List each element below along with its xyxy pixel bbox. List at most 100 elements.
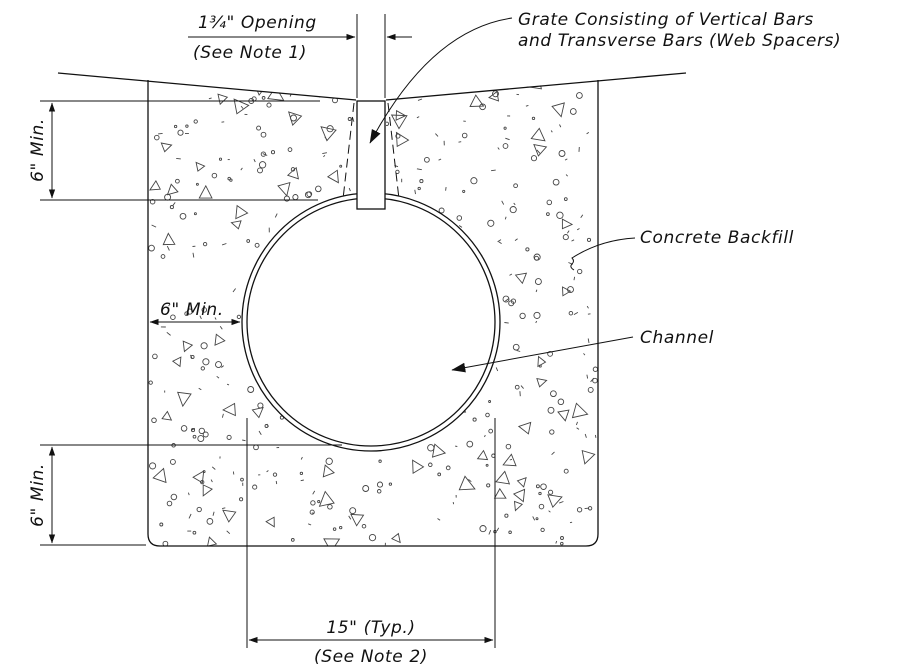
aggregate-particle [445, 187, 447, 191]
aggregate-particle [176, 157, 181, 160]
aggregate-particle [324, 136, 328, 141]
aggregate-particle [322, 152, 327, 155]
aggregate-particle [148, 244, 155, 252]
aggregate-particle [575, 421, 578, 426]
aggregate-particle [252, 484, 258, 490]
aggregate-particle [166, 331, 171, 336]
trench-outline [147, 80, 599, 547]
aggregate-particle [180, 425, 188, 432]
aggregate-particle [424, 156, 430, 163]
aggregate-particle [258, 430, 262, 435]
aggregate-particle [509, 273, 513, 276]
aggregate-particle [514, 272, 528, 285]
aggregate-particle [149, 180, 162, 191]
aggregate-particle [437, 472, 442, 477]
aggregate-particle [488, 400, 492, 403]
aggregate-particle [417, 98, 423, 101]
aggregate-particle [179, 212, 187, 220]
aggregate-particle [266, 102, 272, 108]
aggregate-particle [555, 540, 558, 544]
aggregate-particle [264, 424, 269, 428]
aggregate-particle [551, 102, 565, 118]
aggregate-particle [159, 522, 164, 527]
aggregate-particle [274, 213, 278, 218]
aggregate-particle [148, 380, 153, 385]
aggregate-particle [530, 155, 538, 162]
aggregate-particle [502, 453, 517, 467]
aggregate-particle [549, 429, 555, 435]
aggregate-particle [182, 340, 194, 353]
aggregate-particle [201, 307, 208, 313]
aggregate-particle [517, 421, 532, 435]
aggregate-particle [445, 465, 451, 471]
aggregate-particle [561, 218, 574, 230]
ground-surface-left [57, 72, 357, 101]
aggregate-particle [152, 467, 167, 484]
aggregate-particle [230, 220, 242, 230]
concrete-backfill-leader [570, 237, 636, 271]
top-min-label: 6" Min. [28, 118, 48, 182]
aggregate-particle [535, 484, 540, 489]
aggregate-particle [592, 377, 598, 384]
aggregate-particle [200, 479, 205, 485]
aggregate-particle [202, 241, 208, 247]
aggregate-particle [412, 459, 425, 474]
aggregate-particle [559, 501, 564, 504]
aggregate-particle [198, 184, 213, 199]
aggregate-particle [376, 489, 382, 494]
aggregate-particle [211, 172, 218, 179]
aggregate-particle [495, 470, 511, 485]
aggregate-particle [322, 464, 335, 478]
aggregate-particle [488, 428, 494, 434]
grate-label-line1: Grate Consisting of Vertical Bars [518, 10, 814, 30]
aggregate-particle [536, 149, 541, 154]
aggregate-particle [287, 147, 293, 152]
aggregate-particle [565, 174, 568, 177]
channel-pipe [241, 192, 501, 452]
aggregate-particle [326, 169, 339, 184]
aggregate-particle [260, 131, 267, 138]
aggregate-particle [513, 202, 516, 206]
aggregate-particle [552, 178, 560, 186]
aggregate-particle [211, 466, 216, 470]
aggregate-particle [151, 224, 157, 228]
aggregate-particle [462, 189, 466, 193]
grate-leader [369, 17, 513, 144]
aggregate-particle [325, 83, 330, 85]
aggregate-particle [576, 427, 580, 430]
grate-hidden-line-left [342, 102, 355, 200]
aggregate-particle [202, 431, 209, 438]
aggregate-particle [537, 355, 547, 368]
aggregate-particle [416, 168, 422, 171]
aggregate-particle [348, 187, 351, 192]
aggregate-particle [270, 150, 276, 155]
aggregate-particle [560, 536, 564, 540]
aggregate-particle [498, 241, 502, 244]
grate-label-line2: and Transverse Bars (Web Spacers) [518, 31, 841, 51]
aggregate-particle [458, 225, 463, 228]
aggregate-particle [376, 481, 384, 488]
width-note-label: (See Note 2) [314, 647, 428, 667]
aggregate-particle [567, 286, 574, 294]
aggregate-particle [226, 434, 232, 440]
aggregate-particle [388, 482, 393, 486]
aggregate-particle [221, 413, 224, 418]
aggregate-particle [508, 530, 512, 535]
aggregate-particle [427, 444, 435, 452]
aggregate-particle [504, 513, 509, 518]
aggregate-particle [556, 211, 564, 219]
aggregate-particle [581, 449, 596, 465]
aggregate-particle [540, 483, 547, 490]
aggregate-particle [503, 126, 507, 130]
aggregate-particle [469, 94, 485, 107]
aggregate-particle [221, 507, 226, 510]
aggregate-particle [221, 365, 224, 368]
aggregate-particle [516, 476, 527, 488]
aggregate-particle [509, 458, 513, 461]
aggregate-particle [390, 114, 408, 130]
aggregate-particle [161, 410, 173, 421]
aggregate-particle [170, 314, 176, 320]
aggregate-particle [548, 510, 551, 513]
aggregate-particle [502, 143, 509, 149]
aggregate-particle [160, 142, 173, 153]
